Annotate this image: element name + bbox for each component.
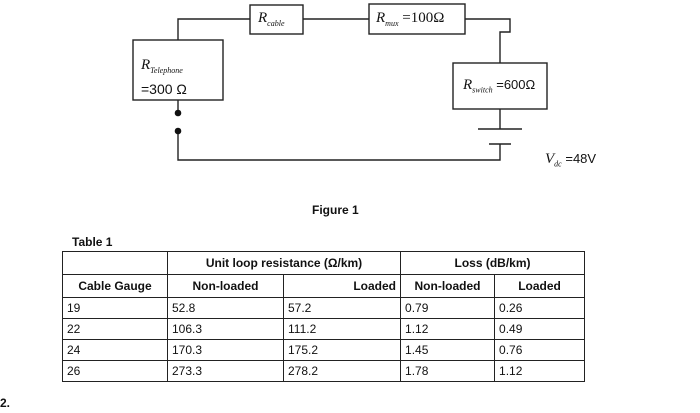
- question-number: 2.: [0, 396, 11, 410]
- cell-loss-loaded: 1.12: [494, 360, 586, 382]
- terminal-dot-bottom: [174, 127, 182, 135]
- header-cable-gauge: Cable Gauge: [62, 274, 168, 298]
- r-cable-symbol: R: [258, 10, 268, 26]
- r-telephone-value: =300 Ω: [141, 81, 187, 97]
- v-dc-symbol: V: [545, 151, 555, 167]
- cell-res-loaded: 57.2: [282, 297, 402, 319]
- cell-res-loaded: 175.2: [282, 339, 402, 361]
- cell-res-nonloaded: 170.3: [167, 339, 284, 361]
- r-mux-box: [368, 3, 466, 35]
- wire-top-right: [465, 18, 511, 63]
- cell-loss-nonloaded: 1.45: [400, 339, 496, 361]
- terminal-dot-top: [174, 109, 182, 117]
- cell-res-loaded: 278.2: [282, 360, 402, 382]
- wire-top-left: [177, 18, 250, 40]
- cell-loss-loaded: 0.49: [494, 318, 586, 340]
- r-telephone-symbol: R: [141, 57, 151, 73]
- cell-loss-nonloaded: 0.79: [400, 297, 496, 319]
- table-column-header-row: Cable Gauge Non-loaded Loaded Non-loaded…: [62, 274, 586, 298]
- r-telephone-box: [132, 39, 224, 101]
- circuit-diagram: [132, 3, 548, 161]
- v-dc-subscript: dc: [554, 159, 562, 169]
- cell-loss-loaded: 0.76: [494, 339, 586, 361]
- r-cable-subscript: cable: [267, 19, 285, 28]
- cell-loss-loaded: 0.26: [494, 297, 586, 319]
- r-switch-symbol: R: [463, 77, 473, 93]
- r-switch-value: =600Ω: [492, 77, 536, 92]
- r-mux-subscript: mux: [385, 19, 399, 28]
- v-dc-value: =48V: [561, 151, 597, 166]
- r-switch-subscript: switch: [472, 85, 493, 95]
- v-dc-label: Vdc =48V: [545, 152, 596, 169]
- table-row: 24 170.3 175.2 1.45 0.76: [62, 339, 586, 361]
- table-group-header-row: Unit loop resistance (Ω/km) Loss (dB/km): [62, 251, 586, 275]
- r-cable-box: [249, 4, 304, 35]
- r-cable-label: Rcable: [258, 11, 285, 28]
- header-loss-nonloaded: Non-loaded: [400, 274, 496, 298]
- header-loss-loaded: Loaded: [494, 274, 586, 298]
- cell-gauge: 19: [62, 297, 168, 319]
- table-row: 19 52.8 57.2 0.79 0.26: [62, 297, 586, 319]
- table-row: 26 273.3 278.2 1.78 1.12: [62, 360, 586, 382]
- header-resistance-group: Unit loop resistance (Ω/km): [166, 251, 402, 275]
- r-mux-value: =100Ω: [398, 10, 445, 26]
- figure-caption: Figure 1: [312, 203, 359, 217]
- header-res-loaded: Loaded: [282, 274, 402, 298]
- r-switch-box: [452, 62, 548, 110]
- header-res-nonloaded: Non-loaded: [167, 274, 284, 298]
- cell-res-nonloaded: 273.3: [167, 360, 284, 382]
- header-loss-group: Loss (dB/km): [400, 251, 586, 275]
- header-blank-cell: [62, 251, 168, 275]
- table-caption: Table 1: [72, 235, 113, 249]
- cell-gauge: 22: [62, 318, 168, 340]
- r-telephone-label: RTelephone: [141, 58, 183, 75]
- cell-gauge: 26: [62, 360, 168, 382]
- r-switch-label: Rswitch =600Ω: [463, 78, 535, 95]
- cell-res-loaded: 111.2: [282, 318, 402, 340]
- wire-bottom: [177, 131, 501, 161]
- cell-res-nonloaded: 52.8: [167, 297, 284, 319]
- cell-res-nonloaded: 106.3: [167, 318, 284, 340]
- cell-loss-nonloaded: 1.12: [400, 318, 496, 340]
- r-telephone-subscript: Telephone: [150, 66, 183, 75]
- cell-loss-nonloaded: 1.78: [400, 360, 496, 382]
- r-mux-symbol: R: [376, 10, 386, 26]
- table-row: 22 106.3 111.2 1.12 0.49: [62, 318, 586, 340]
- cell-gauge: 24: [62, 339, 168, 361]
- loop-resistance-table: Unit loop resistance (Ω/km) Loss (dB/km)…: [62, 251, 586, 382]
- r-mux-label: Rmux =100Ω: [376, 11, 444, 28]
